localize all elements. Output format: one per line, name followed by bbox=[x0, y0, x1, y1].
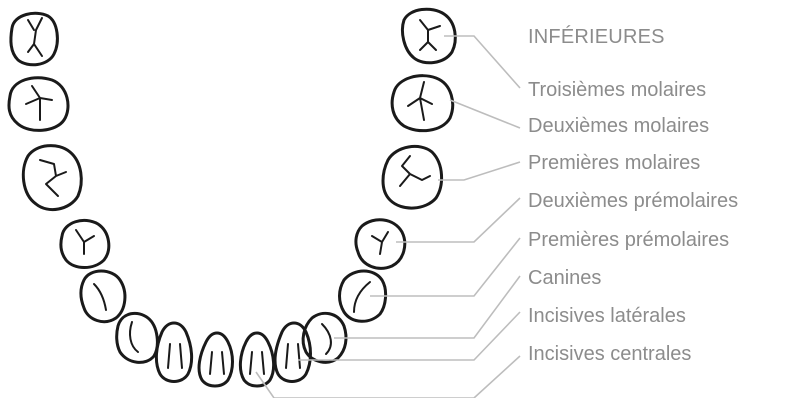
tooth-left-lateral-incisor bbox=[154, 321, 194, 383]
tooth-right-second-premolar bbox=[354, 218, 407, 270]
label-first-premolars: Premières prémolaires bbox=[528, 229, 730, 251]
label-first-molars: Premières molaires bbox=[528, 152, 701, 174]
tooth-left-third-molar bbox=[9, 11, 59, 67]
tooth-left-first-molar bbox=[21, 144, 83, 212]
label-third-molars: Troisièmes molaires bbox=[528, 79, 707, 101]
tooth-left-second-molar bbox=[7, 76, 70, 132]
tooth-left-canine bbox=[115, 311, 159, 364]
leader-second-molars bbox=[449, 99, 521, 129]
label-canines: Canines bbox=[528, 267, 602, 289]
leader-first-molars bbox=[438, 161, 521, 181]
tooth-left-central-incisor bbox=[197, 331, 234, 388]
diagram-title: INFÉRIEURES bbox=[528, 26, 665, 48]
leader-lateral-incisors bbox=[298, 311, 521, 361]
label-central-incisors: Incisives centrales bbox=[528, 343, 692, 365]
tooth-right-third-molar bbox=[400, 7, 457, 65]
tooth-right-lateral-incisor bbox=[273, 321, 312, 383]
leader-second-premolars bbox=[396, 197, 521, 243]
label-lateral-incisors: Incisives latérales bbox=[528, 305, 686, 327]
leader-canines bbox=[334, 275, 521, 339]
tooth-right-first-molar bbox=[381, 144, 443, 210]
tooth-right-first-premolar bbox=[338, 269, 388, 323]
label-second-molars: Deuxièmes molaires bbox=[528, 115, 710, 137]
tooth-right-second-molar bbox=[390, 74, 455, 133]
leader-central-incisors bbox=[255, 355, 521, 398]
label-second-premolars: Deuxièmes prémolaires bbox=[528, 190, 739, 212]
tooth-left-first-premolar bbox=[79, 269, 127, 324]
leader-third-molars bbox=[444, 35, 521, 89]
tooth-right-canine bbox=[301, 311, 348, 364]
leader-first-premolars bbox=[370, 237, 521, 297]
tooth-left-second-premolar bbox=[59, 219, 111, 269]
tooth-right-central-incisor bbox=[238, 331, 276, 388]
